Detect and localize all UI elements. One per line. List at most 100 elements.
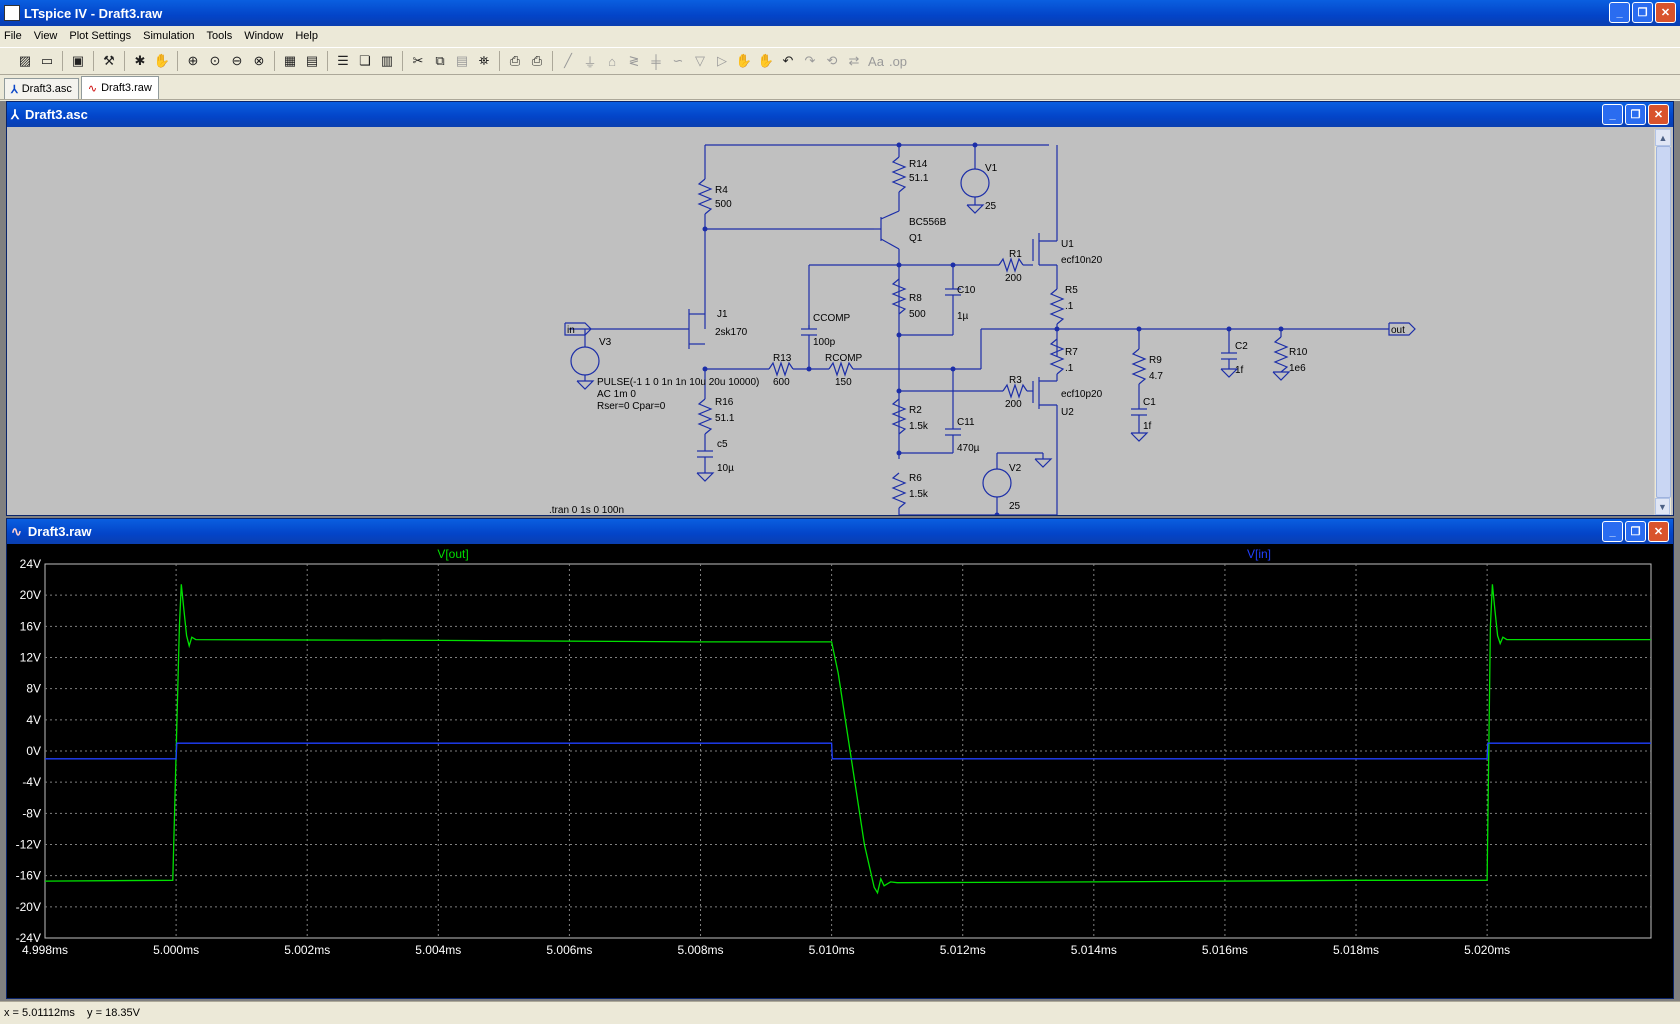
waveform-icon: ∿ [87,82,98,95]
close-button[interactable]: ✕ [1655,2,1676,23]
menu-tools[interactable]: Tools [206,30,233,42]
schematic-vertical-scrollbar[interactable]: ▲ ▼ [1654,129,1671,515]
tile-horizontal-icon[interactable]: ☰ [337,53,349,68]
print-preview-icon[interactable]: ⎙ [509,53,521,68]
save-icon[interactable]: ▣ [71,53,85,68]
rotate-icon[interactable]: ⟲ [826,53,838,68]
undo-icon[interactable]: ↶ [782,53,794,68]
restore-button[interactable]: ❐ [1625,521,1646,542]
c1-label: C1 [1143,397,1156,408]
c5-value: 10µ [717,463,734,474]
drag-icon[interactable]: ✋ [757,53,775,68]
x-tick-label: 5.012ms [940,943,986,957]
scroll-down-arrow[interactable]: ▼ [1655,498,1670,515]
minimize-button[interactable]: _ [1609,2,1630,23]
r4-label: R4 [715,185,728,196]
series-line-vout [44,584,1651,895]
c11-value: 470µ [957,443,980,454]
close-button[interactable]: ✕ [1648,104,1669,125]
v3-label: V3 [599,337,612,348]
redo-icon[interactable]: ↷ [804,53,816,68]
restore-button[interactable]: ❐ [1625,104,1646,125]
label-net-icon[interactable]: ⌂ [608,53,616,69]
x-tick-label: 5.004ms [415,943,461,957]
cut-icon[interactable]: ✂ [412,53,424,68]
menu-file[interactable]: File [4,30,22,42]
tran-directive: .tran 0 1s 0 100n [549,505,624,515]
tab-label: Draft3.asc [21,83,72,95]
j1-label: J1 [717,309,728,320]
r2-value: 1.5k [909,421,929,432]
control-panel-icon[interactable]: ⚒ [103,53,115,68]
menu-help[interactable]: Help [295,30,318,42]
find-icon[interactable]: ⛯ [478,53,490,68]
schematic-canvas[interactable]: R4 500 R14 51.1 V1 25 BC556B Q1 U1 ecf10… [9,129,1653,518]
ccomp-value: 100p [813,337,836,348]
wire-icon[interactable]: ╱ [564,53,572,68]
x-tick-label: 5.000ms [153,943,199,957]
cascade-icon[interactable]: ❏ [359,53,371,68]
capacitor-icon[interactable]: ╪ [651,53,661,69]
r6-label: R6 [909,473,922,484]
waveform-window-controls: _ ❐ ✕ [1602,521,1669,542]
app-title: LTspice IV - Draft3.raw [24,5,163,21]
menu-simulation[interactable]: Simulation [143,30,195,42]
menu-window[interactable]: Window [244,30,284,42]
ltspice-app-icon [4,5,20,21]
r1-label: R1 [1009,249,1022,260]
halt-icon[interactable]: ✋ [153,53,171,68]
q1-label: Q1 [909,233,923,244]
document-tabs: ⅄ Draft3.asc ∿ Draft3.raw [0,76,1680,100]
component-icon[interactable]: ▷ [717,53,727,68]
tab-draft3-asc[interactable]: ⅄ Draft3.asc [4,78,79,99]
x-tick-label: 5.016ms [1202,943,1248,957]
open-icon[interactable]: ▭ [40,53,54,68]
ground-icon[interactable]: ⏚ [583,54,597,70]
y-tick-label: -24V [16,931,41,945]
r8-value: 500 [909,309,926,320]
zoom-cancel-icon[interactable]: ⊗ [253,53,265,68]
c1-value: 1f [1143,421,1152,432]
scroll-thumb[interactable] [1656,146,1671,498]
minimize-button[interactable]: _ [1602,104,1623,125]
u1-model: ecf10n20 [1061,255,1103,266]
y-tick-label: 0V [26,744,41,758]
waveform-chart: 24V20V16V12V8V4V0V-4V-8V-12V-16V-20V-24V… [16,547,1652,957]
x-tick-label: 5.006ms [546,943,592,957]
toolbar-separator [177,51,178,71]
print-icon[interactable]: ⎙ [531,53,543,68]
run-icon[interactable]: ✱ [134,53,146,68]
zoom-in-icon[interactable]: ⊕ [187,53,199,68]
close-button[interactable]: ✕ [1648,521,1669,542]
spice-directive-icon[interactable]: .op [888,53,908,69]
schematic-window[interactable]: ⅄ Draft3.asc _ ❐ ✕ [6,101,1674,518]
copy-icon[interactable]: ⧉ [435,53,445,68]
menu-view[interactable]: View [33,30,58,42]
zoom-out-icon[interactable]: ⊖ [231,53,243,68]
scroll-up-arrow[interactable]: ▲ [1655,129,1671,146]
move-icon[interactable]: ✋ [735,53,753,68]
new-schematic-icon[interactable]: ▨ [18,53,32,68]
menu-plot-settings[interactable]: Plot Settings [69,30,132,42]
x-tick-label: 5.018ms [1333,943,1379,957]
tile-vertical-icon[interactable]: ▥ [380,53,394,68]
restore-button[interactable]: ❐ [1632,2,1653,23]
toolbar-separator [62,51,63,71]
mirror-icon[interactable]: ⇄ [848,53,860,68]
r16-label: R16 [715,397,734,408]
resistor-icon[interactable]: ≷ [628,53,640,68]
q1-model: BC556B [909,217,947,228]
y-tick-label: 12V [20,651,41,665]
cursor-readout: x = 5.01112ms y = 18.35V [4,1007,140,1019]
inductor-icon[interactable]: ∽ [672,53,684,68]
minimize-button[interactable]: _ [1602,521,1623,542]
tab-draft3-raw[interactable]: ∿ Draft3.raw [80,76,159,99]
pan-icon[interactable]: ⊙ [209,53,221,68]
diode-icon[interactable]: ▽ [695,53,705,68]
paste-icon[interactable]: ▤ [455,53,469,68]
autorange-y-icon[interactable]: ▤ [305,53,319,68]
autorange-icon[interactable]: ▦ [283,53,297,68]
text-icon[interactable]: Aa [868,53,884,69]
